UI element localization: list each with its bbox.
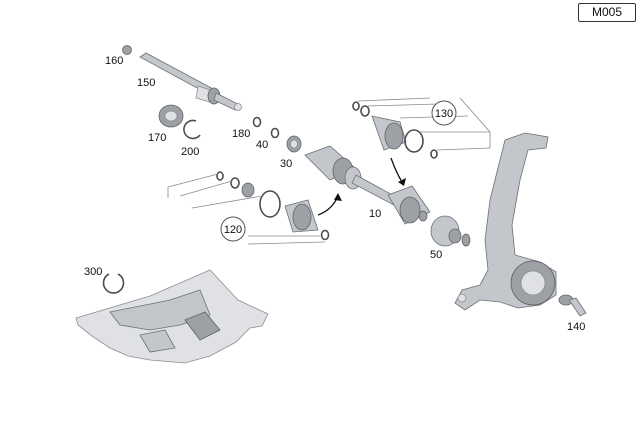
bolt-140 — [558, 294, 587, 317]
label-140: 140 — [567, 321, 585, 333]
label-10: 10 — [369, 208, 381, 220]
label-200: 200 — [181, 146, 199, 158]
label-170: 170 — [148, 132, 166, 144]
label-50: 50 — [430, 249, 442, 261]
outer-spline — [418, 210, 428, 222]
arrow-to-shaft-icon — [317, 193, 342, 216]
kit120-large-clamp — [259, 190, 281, 218]
kit120-boot-ridge — [292, 203, 312, 231]
kit120-small-ring — [216, 171, 224, 181]
boot-kit-130 — [352, 101, 438, 159]
joint-50 — [430, 215, 471, 247]
kit130-small-clip — [430, 149, 438, 159]
circle-tag-130: 130 — [431, 100, 457, 126]
kit130-large-clamp — [404, 129, 424, 153]
label-130: 130 — [435, 108, 453, 120]
kit130-leaders — [357, 97, 491, 151]
outer-boot-ridge — [399, 196, 421, 224]
label-40: 40 — [256, 139, 268, 151]
shaft-150 — [122, 45, 242, 111]
ring-180 — [252, 116, 262, 128]
drive-shaft-10 — [304, 145, 431, 225]
label-30: 30 — [280, 158, 292, 170]
oil-pan — [75, 269, 269, 364]
kit120-bushing — [241, 182, 255, 198]
knuckle-hub-bore — [520, 270, 546, 296]
kit130-small-ring — [352, 101, 360, 111]
label-180: 180 — [232, 128, 250, 140]
shaft-spline — [213, 92, 239, 111]
circlip-300 — [102, 273, 125, 294]
kit130-clamp-a — [360, 105, 370, 117]
kit120-leaders — [167, 173, 326, 245]
circle-tag-120: 120 — [220, 216, 246, 242]
kit120-small-clip — [320, 229, 330, 241]
arrow-to-joint-icon — [390, 157, 406, 186]
seal-170 — [158, 104, 184, 128]
clamp-30 — [286, 135, 302, 153]
cap-160 — [122, 45, 132, 55]
reference-code: M005 — [578, 3, 636, 22]
shaft-tip — [234, 103, 242, 111]
kit130-boot-ridge — [384, 122, 404, 150]
label-120: 120 — [224, 224, 242, 236]
circlip-200 — [183, 119, 201, 140]
label-300: 300 — [84, 266, 102, 278]
boot-kit-120 — [216, 171, 330, 241]
label-160: 160 — [105, 55, 123, 67]
steering-knuckle — [454, 132, 557, 311]
ring-40 — [270, 127, 280, 139]
kit120-clamp-a — [230, 177, 240, 189]
label-150: 150 — [137, 77, 155, 89]
